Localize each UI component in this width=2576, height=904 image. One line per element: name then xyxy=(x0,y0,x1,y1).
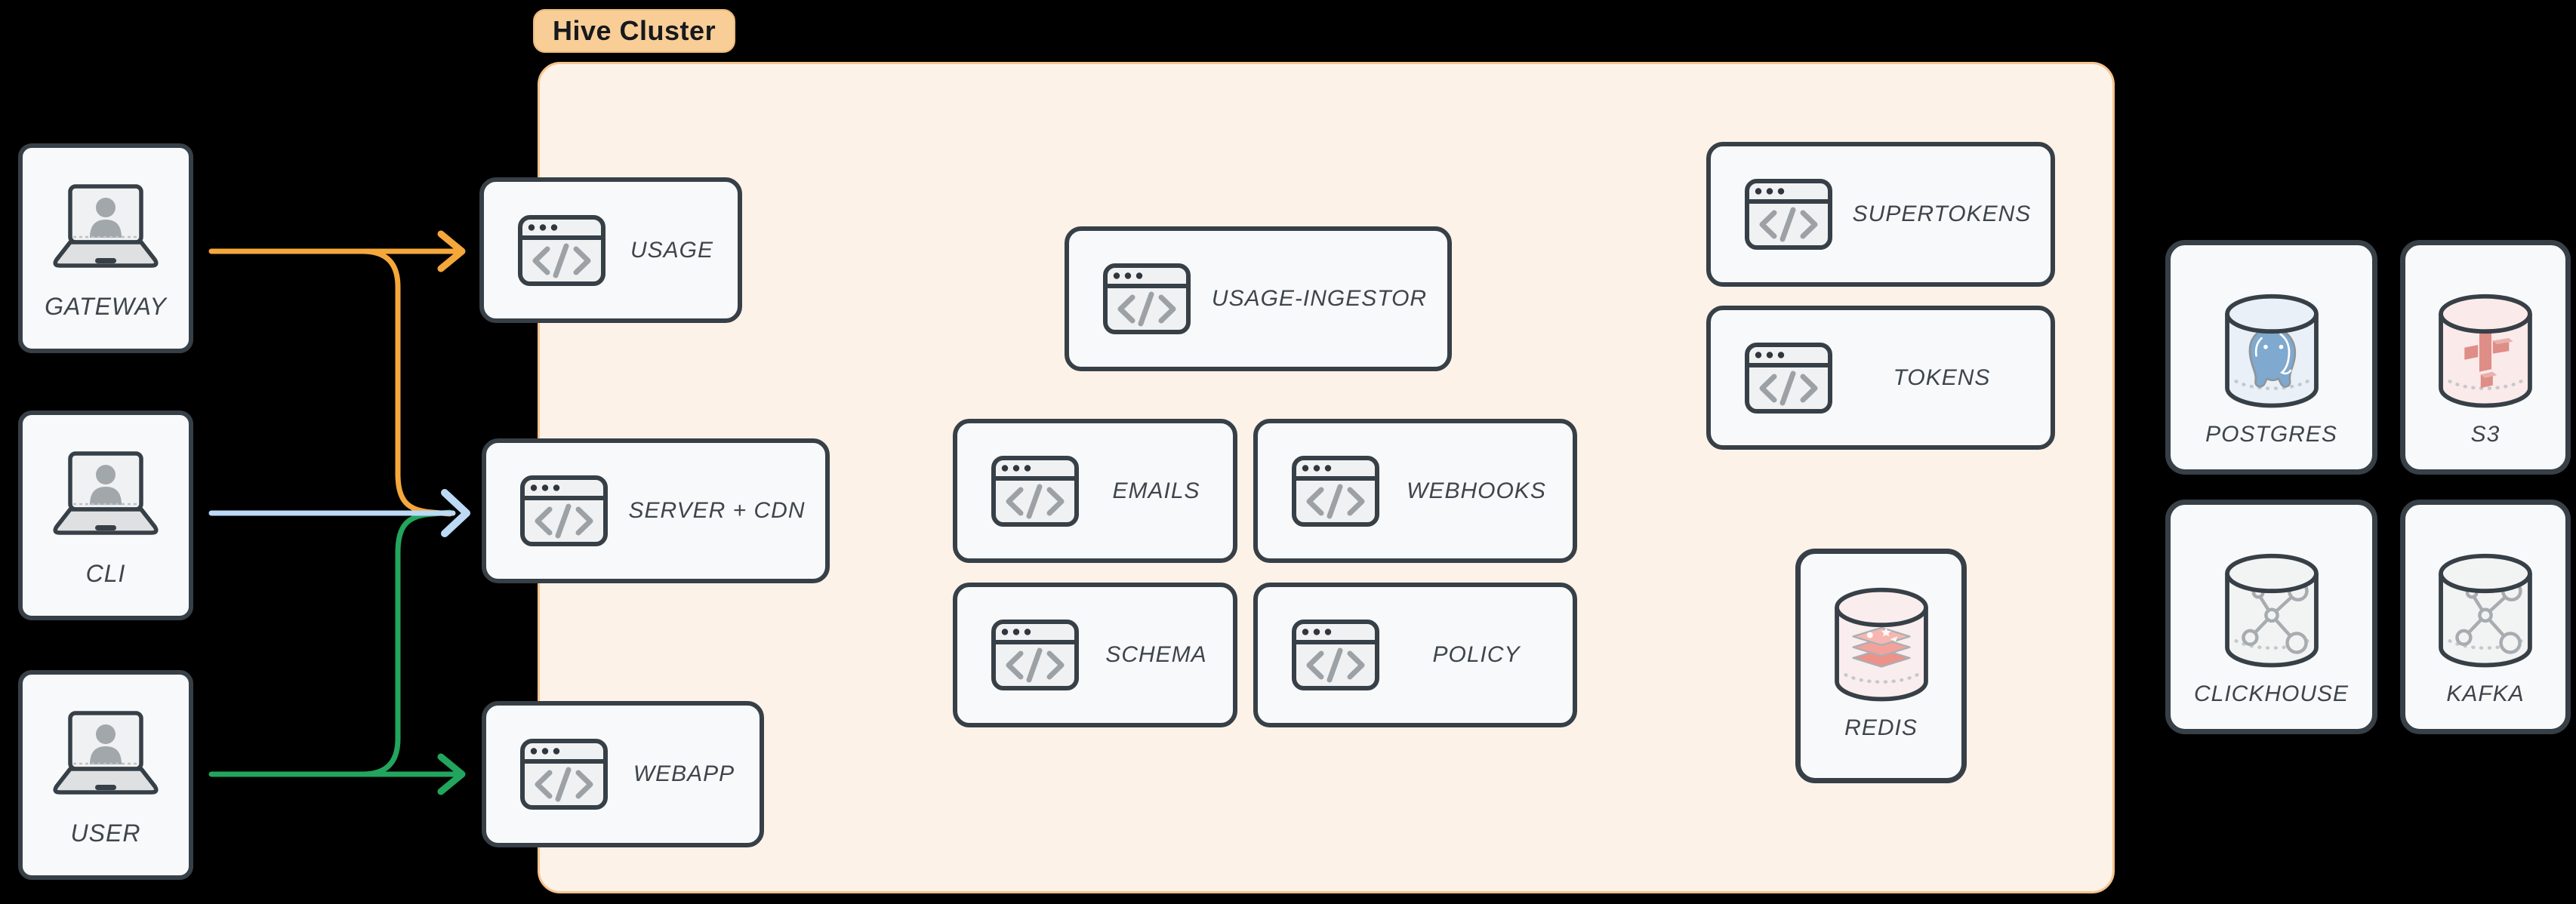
node-label: USER xyxy=(70,819,141,847)
graph-database-icon xyxy=(2435,553,2536,669)
graph-database-icon xyxy=(2221,553,2322,669)
node-usage[interactable]: USAGE xyxy=(479,177,742,323)
node-label: WEBAPP xyxy=(633,761,735,786)
postgres-database-icon xyxy=(2224,294,2319,408)
node-label: S3 xyxy=(2470,422,2501,447)
node-label: WEBHOOKS xyxy=(1407,478,1546,503)
code-window-icon xyxy=(519,475,609,547)
code-window-icon xyxy=(991,619,1080,691)
node-webapp[interactable]: WEBAPP xyxy=(482,701,764,847)
code-window-icon xyxy=(1102,263,1191,335)
code-window-icon xyxy=(519,738,609,810)
node-supertokens[interactable]: SUPERTOKENS xyxy=(1706,142,2055,287)
laptop-user-icon xyxy=(49,184,162,270)
code-window-icon xyxy=(1291,455,1380,527)
arrowhead-webapp xyxy=(437,753,466,795)
node-label: REDIS xyxy=(1844,715,1918,740)
node-tokens[interactable]: TOKENS xyxy=(1706,306,2055,450)
node-emails[interactable]: EMAILS xyxy=(953,419,1237,563)
node-label: KAFKA xyxy=(2446,681,2525,706)
node-postgres[interactable]: POSTGRES xyxy=(2165,240,2377,475)
code-window-icon xyxy=(1744,178,1833,251)
node-webhooks[interactable]: WEBHOOKS xyxy=(1253,419,1577,563)
laptop-user-icon xyxy=(49,711,162,797)
node-label: USAGE xyxy=(630,237,714,263)
hive-cluster-label[interactable]: Hive Cluster xyxy=(533,9,736,53)
node-gateway[interactable]: GATEWAY xyxy=(18,143,193,353)
node-schema[interactable]: SCHEMA xyxy=(953,583,1237,727)
code-window-icon xyxy=(517,214,606,287)
node-label: SUPERTOKENS xyxy=(1852,201,2032,226)
code-window-icon xyxy=(1291,619,1380,691)
arrowhead-servercdn xyxy=(441,489,470,537)
redis-database-icon xyxy=(1834,587,1928,702)
node-label: EMAILS xyxy=(1112,478,1200,503)
node-redis[interactable]: REDIS xyxy=(1795,549,1967,783)
node-label: POSTGRES xyxy=(2205,422,2337,447)
node-user[interactable]: USER xyxy=(18,670,193,880)
edge-user-servercdn[interactable] xyxy=(359,509,453,777)
node-label: POLICY xyxy=(1432,642,1521,667)
node-label: SERVER + CDN xyxy=(628,498,806,523)
edge-gateway-servercdn[interactable] xyxy=(359,248,453,517)
s3-database-icon xyxy=(2439,294,2532,408)
laptop-user-icon xyxy=(49,451,162,537)
node-clickhouse[interactable]: CLICKHOUSE xyxy=(2165,500,2377,734)
node-label: CLICKHOUSE xyxy=(2193,681,2350,706)
node-label: TOKENS xyxy=(1893,364,1991,390)
node-label: USAGE-INGESTOR xyxy=(1211,286,1428,311)
node-cli[interactable]: CLI xyxy=(18,410,193,620)
node-policy[interactable]: POLICY xyxy=(1253,583,1577,727)
node-server-cdn[interactable]: SERVER + CDN xyxy=(482,438,830,583)
node-label: CLI xyxy=(85,560,126,587)
node-kafka[interactable]: KAFKA xyxy=(2400,500,2571,734)
arrowhead-usage xyxy=(437,230,466,272)
node-label: GATEWAY xyxy=(45,293,167,320)
node-usage-ingestor[interactable]: USAGE-INGESTOR xyxy=(1065,226,1452,371)
node-s3[interactable]: S3 xyxy=(2400,240,2571,475)
code-window-icon xyxy=(1744,342,1833,414)
node-label: SCHEMA xyxy=(1105,642,1207,667)
code-window-icon xyxy=(991,455,1080,527)
